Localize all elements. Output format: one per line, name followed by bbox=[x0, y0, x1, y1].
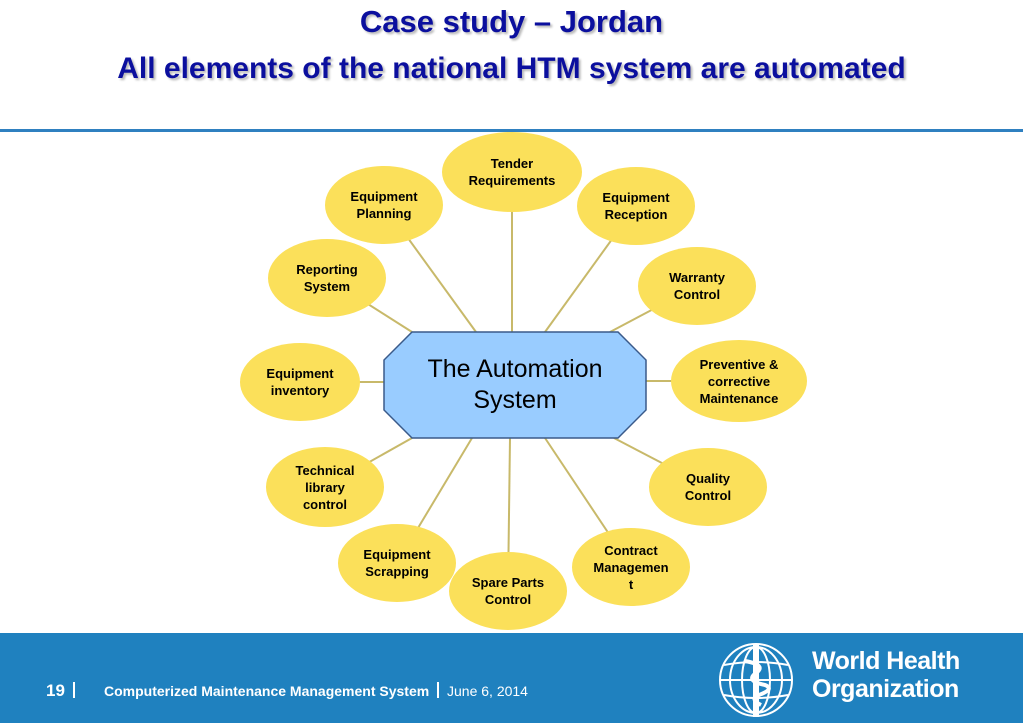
page-number: 19 bbox=[46, 681, 65, 700]
node-quality-control: Quality Control bbox=[649, 448, 767, 526]
presentation-date: June 6, 2014 bbox=[447, 683, 528, 699]
node-equipment-planning: Equipment Planning bbox=[325, 166, 443, 244]
title-divider bbox=[0, 129, 1023, 132]
node-contract-management: Contract Managemen t bbox=[572, 528, 690, 606]
footer-bar: 19 Computerized Maintenance Management S… bbox=[0, 633, 1023, 723]
node-equipment-scrapping: Equipment Scrapping bbox=[338, 524, 456, 602]
who-emblem-icon bbox=[719, 643, 793, 717]
footer-separator bbox=[437, 682, 439, 698]
node-equipment-reception: Equipment Reception bbox=[577, 167, 695, 245]
slide-subtitle: All elements of the national HTM system … bbox=[117, 52, 906, 85]
automation-diagram-connectors bbox=[300, 172, 739, 592]
automation-system-shape bbox=[383, 331, 647, 439]
node-preventive-maintenance: Preventive & corrective Maintenance bbox=[671, 340, 807, 422]
slide-title: Case study – Jordan bbox=[359, 4, 664, 39]
node-reporting-system: Reporting System bbox=[268, 239, 386, 317]
footer-separator bbox=[73, 682, 75, 698]
node-technical-library-control: Technical library control bbox=[266, 447, 384, 527]
node-equipment-inventory: Equipment inventory bbox=[240, 343, 360, 421]
automation-system-label: The Automation System bbox=[427, 355, 603, 414]
org-name-line1: World Health bbox=[812, 647, 960, 675]
org-name-line2: Organization bbox=[812, 675, 959, 703]
presentation-title: Computerized Maintenance Management Syst… bbox=[104, 683, 430, 699]
node-spare-parts-control: Spare Parts Control bbox=[449, 552, 567, 630]
node-warranty-control: Warranty Control bbox=[638, 247, 756, 325]
node-tender-requirements: Tender Requirements bbox=[442, 132, 582, 212]
